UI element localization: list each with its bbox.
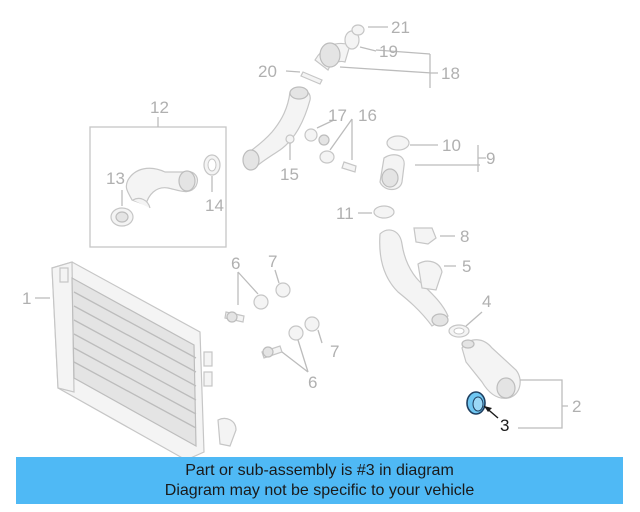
part-3-clamp[interactable] xyxy=(466,391,499,419)
info-banner: Part or sub-assembly is #3 in diagram Di… xyxy=(16,457,623,504)
callout-4: 4 xyxy=(482,292,491,311)
part-16-screw[interactable] xyxy=(341,161,357,173)
callout-7-upper: 7 xyxy=(268,252,277,271)
part-1-intercooler[interactable] xyxy=(35,261,237,461)
callout-8: 8 xyxy=(460,227,469,246)
part-11-clamp[interactable] xyxy=(358,205,395,219)
callout-19: 19 xyxy=(379,42,398,61)
callout-11: 11 xyxy=(336,204,354,223)
part-7-grommet-lower[interactable] xyxy=(304,316,320,332)
callout-15: 15 xyxy=(280,165,299,184)
banner-part-note: Part or sub-assembly is #3 in diagram xyxy=(185,461,454,479)
part-13-hose[interactable] xyxy=(125,167,198,209)
callout-6-lower: 6 xyxy=(308,373,317,392)
banner-disclaimer: Diagram may not be specific to your vehi… xyxy=(164,481,475,499)
callout-21: 21 xyxy=(391,18,410,37)
callout-2: 2 xyxy=(572,397,581,416)
part-16-bushing[interactable] xyxy=(318,134,335,164)
part-13-clamp[interactable] xyxy=(110,207,134,227)
part-7-grommet-upper[interactable] xyxy=(275,282,291,298)
callout-12: 12 xyxy=(150,98,169,117)
part-6-bolt-upper[interactable] xyxy=(224,311,245,323)
part-8-sensor[interactable] xyxy=(413,227,455,245)
part-9-hose[interactable] xyxy=(379,154,405,191)
part-4-seal[interactable] xyxy=(448,311,483,338)
callout-3: 3 xyxy=(500,416,509,435)
part-20-bolt[interactable] xyxy=(300,71,323,85)
callout-5: 5 xyxy=(462,257,471,276)
callout-20: 20 xyxy=(258,62,277,81)
callout-6-upper: 6 xyxy=(231,254,240,273)
part-6-bushing-upper[interactable] xyxy=(253,294,269,310)
part-10-clamp[interactable] xyxy=(386,135,410,151)
inset-box-12 xyxy=(89,117,227,248)
part-21-clamp[interactable] xyxy=(351,24,365,36)
callout-7-lower: 7 xyxy=(330,342,339,361)
part-15-hose[interactable] xyxy=(242,86,311,171)
callout-18: 18 xyxy=(441,64,460,83)
part-6-bushing-lower[interactable] xyxy=(288,325,304,341)
part-5-pipe[interactable] xyxy=(379,229,456,327)
callout-13: 13 xyxy=(106,169,125,188)
callout-14: 14 xyxy=(205,196,224,215)
callout-9: 9 xyxy=(486,149,495,168)
callout-16: 16 xyxy=(358,106,377,125)
part-6-bolt-lower[interactable] xyxy=(261,345,283,359)
callout-10: 10 xyxy=(442,136,461,155)
callout-17: 17 xyxy=(328,106,347,125)
part-18-hose[interactable] xyxy=(314,42,351,71)
part-14-seal[interactable] xyxy=(203,154,221,192)
callout-1: 1 xyxy=(22,289,31,308)
part-2-hose[interactable] xyxy=(461,339,521,399)
part-17-grommet[interactable] xyxy=(304,128,318,142)
